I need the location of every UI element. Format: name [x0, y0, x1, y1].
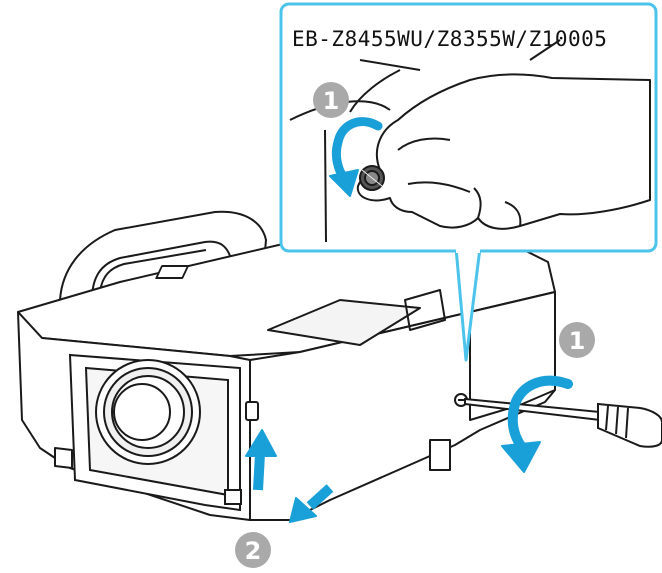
lens-assembly: [68, 353, 259, 512]
hand: [356, 73, 651, 230]
projector-foot-right: [429, 439, 451, 471]
lens-glass: [113, 383, 171, 441]
callout-projector-edges: [289, 39, 561, 243]
step-number: 1: [569, 327, 586, 355]
screwdriver-handle: [597, 402, 662, 448]
cover-latch: [245, 401, 259, 421]
screwdriver: [464, 397, 662, 448]
cover-tab: [224, 489, 242, 505]
step-number: 2: [245, 537, 262, 565]
pull-out-arrow-icon: [289, 484, 334, 523]
step-badge: 2: [235, 532, 271, 568]
callout: EB-Z8455WU/Z8355W/Z10005 1: [279, 2, 658, 362]
rotate-arrow-icon: [501, 375, 573, 473]
rotate-arrow-icon: [329, 117, 383, 197]
projector-foot-left: [54, 447, 73, 469]
projector-top-label: [155, 265, 190, 279]
projector-rear-detail: [404, 289, 446, 331]
step-number: 1: [323, 87, 340, 115]
slide-up-arrow-icon: [245, 429, 277, 491]
callout-pointer: [454, 247, 482, 362]
projector-top-recess: [267, 299, 421, 346]
thumbscrew: [359, 165, 385, 191]
projector-handle: [59, 210, 267, 301]
step-badge: 1: [559, 322, 595, 358]
step-badge: 1: [313, 82, 349, 118]
model-label: EB-Z8455WU/Z8355W/Z10005: [292, 27, 607, 51]
